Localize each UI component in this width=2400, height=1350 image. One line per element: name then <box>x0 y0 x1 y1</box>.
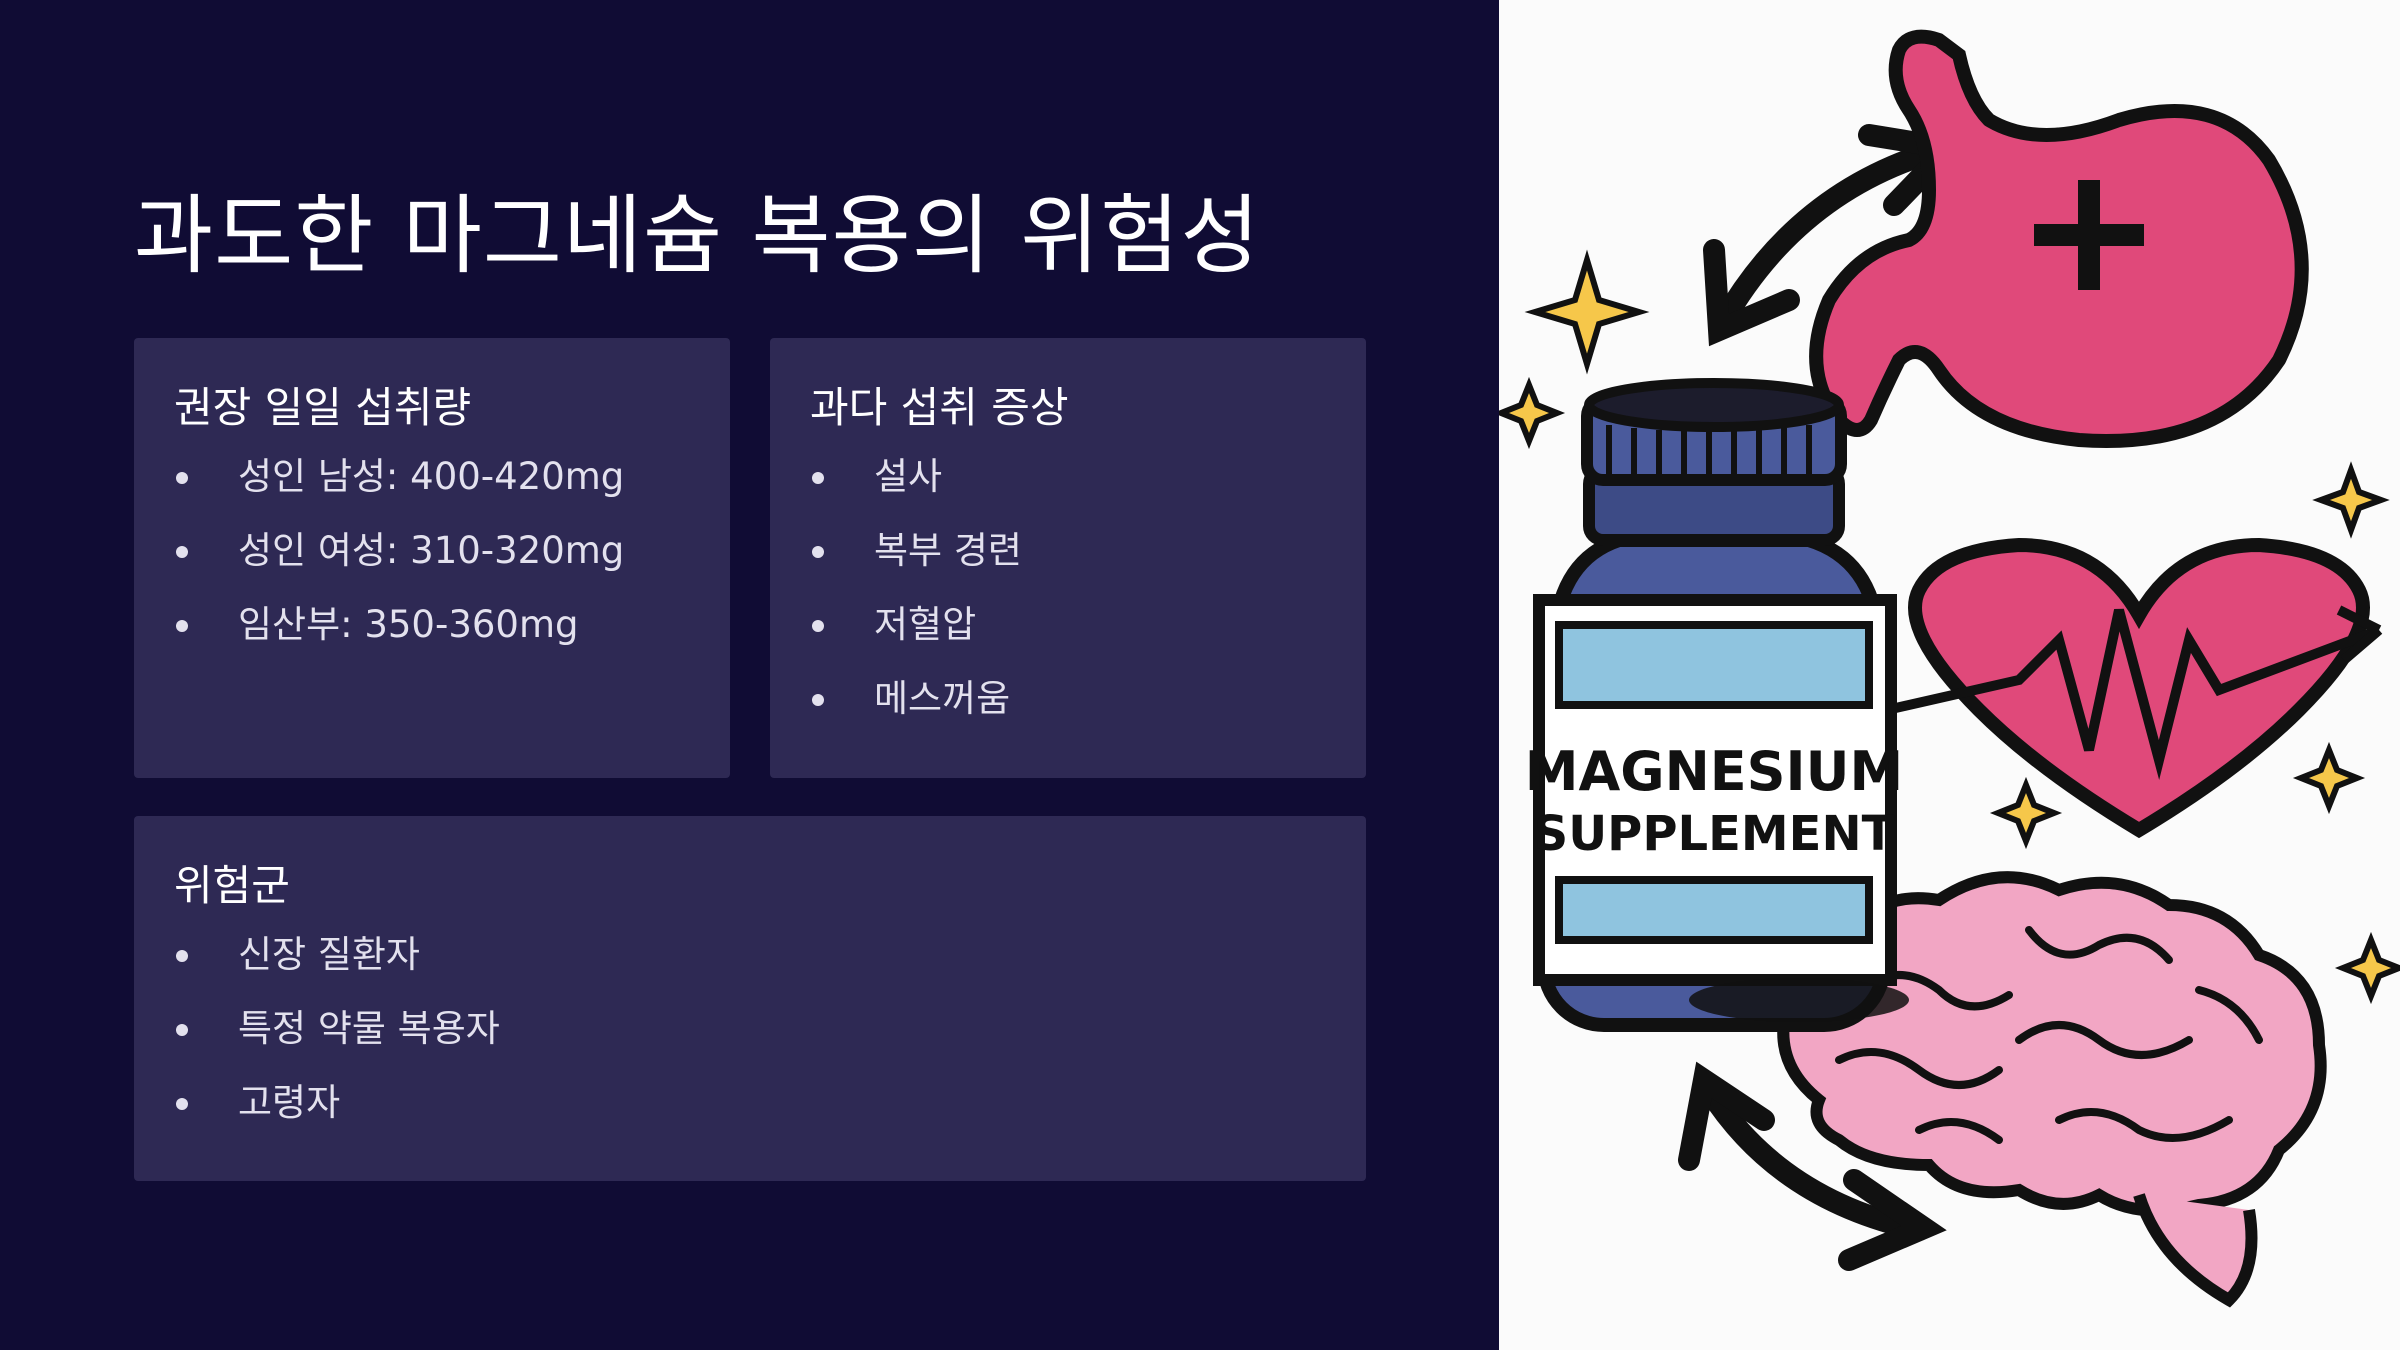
card-heading: 권장 일일 섭취량 <box>174 383 472 432</box>
bullet-icon <box>812 472 824 484</box>
stomach-icon <box>1809 29 2309 448</box>
list-item: 설사 <box>810 450 1022 524</box>
bullet-icon <box>176 472 188 484</box>
list-item: 저혈압 <box>810 598 1022 672</box>
supplement-bottle-icon: MAGNESIUM SUPPLEMENT <box>1525 378 1909 1032</box>
bullet-icon <box>812 620 824 632</box>
card-overdose-symptoms: 과다 섭취 증상 설사 복부 경련 저혈압 메스꺼움 <box>770 338 1366 778</box>
arrow-icon-bottom <box>1678 1061 1947 1271</box>
sparkle-icon <box>1499 249 2400 1005</box>
bottle-label-line1: MAGNESIUM <box>1525 740 1904 803</box>
bullet-list: 설사 복부 경련 저혈압 메스꺼움 <box>810 450 1022 746</box>
slide-title: 과도한 마그네슘 복용의 위험성 <box>134 186 1261 286</box>
bullet-icon <box>176 950 188 962</box>
bullet-icon <box>176 1024 188 1036</box>
bullet-icon <box>176 620 188 632</box>
list-item: 특정 약물 복용자 <box>174 1002 500 1076</box>
card-heading: 위험군 <box>174 861 290 910</box>
card-daily-intake: 권장 일일 섭취량 성인 남성: 400-420mg 성인 여성: 310-32… <box>134 338 730 778</box>
bullet-icon <box>176 546 188 558</box>
list-item: 복부 경련 <box>810 524 1022 598</box>
list-item: 고령자 <box>174 1076 500 1150</box>
magnesium-illustration: MAGNESIUM SUPPLEMENT <box>1499 29 2400 1308</box>
card-heading: 과다 섭취 증상 <box>810 383 1069 432</box>
illustration-panel: MAGNESIUM SUPPLEMENT <box>1499 0 2400 1350</box>
bullet-icon <box>812 546 824 558</box>
list-item: 신장 질환자 <box>174 928 500 1002</box>
bullet-icon <box>812 694 824 706</box>
list-item: 성인 남성: 400-420mg <box>174 450 624 524</box>
bottle-label-line2: SUPPLEMENT <box>1534 806 1895 862</box>
bullet-list: 성인 남성: 400-420mg 성인 여성: 310-320mg 임산부: 3… <box>174 450 624 672</box>
list-item: 성인 여성: 310-320mg <box>174 524 624 598</box>
bullet-list: 신장 질환자 특정 약물 복용자 고령자 <box>174 928 500 1150</box>
bullet-icon <box>176 1098 188 1110</box>
card-risk-groups: 위험군 신장 질환자 특정 약물 복용자 고령자 <box>134 816 1366 1181</box>
list-item: 메스꺼움 <box>810 672 1022 746</box>
list-item: 임산부: 350-360mg <box>174 598 624 672</box>
content-panel: 과도한 마그네슘 복용의 위험성 권장 일일 섭취량 성인 남성: 400-42… <box>134 186 1366 1181</box>
